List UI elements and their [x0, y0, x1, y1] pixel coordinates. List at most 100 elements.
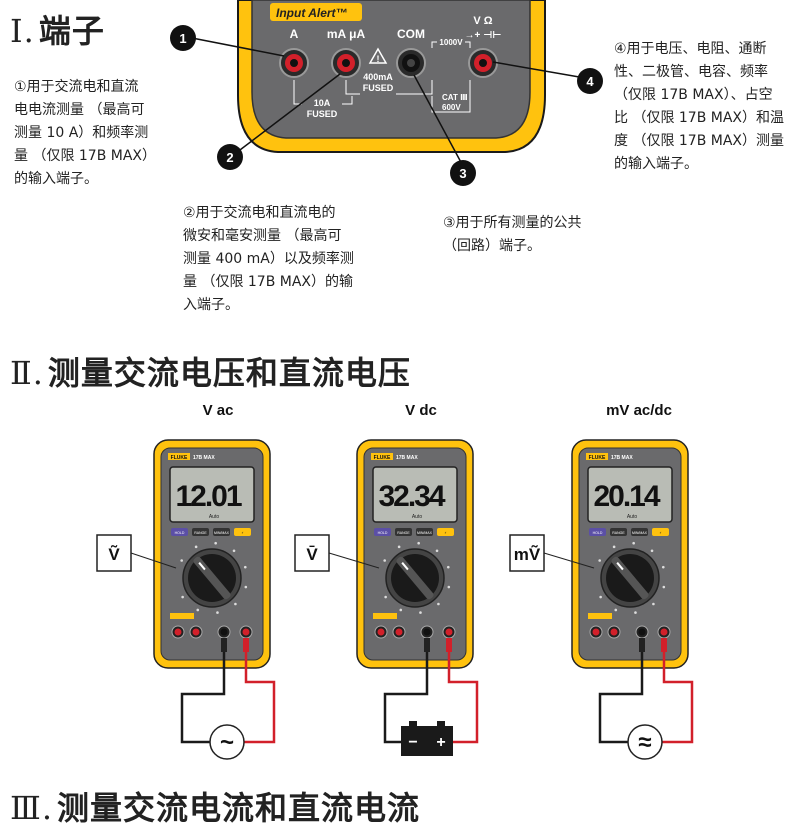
svg-text:3: 3 [459, 166, 466, 181]
meter-key [234, 528, 251, 536]
terminal-ma-jack [331, 48, 361, 78]
dial-tick [417, 541, 420, 545]
dial-tick [216, 611, 219, 614]
dial-pointer [401, 562, 409, 571]
meter-key [213, 528, 230, 536]
meter-model-text: 17B MAX [396, 455, 418, 461]
meter-jack-core [423, 628, 431, 636]
meter-key-label: HOLD [378, 531, 388, 535]
meter-key-label: ⚡ [444, 531, 447, 535]
svg-text:4: 4 [586, 74, 594, 89]
terminal-desc-2: ②用于交流电和直流电的 微安和毫安测量 （最高可 测量 400 mA）以及频率测… [183, 205, 354, 313]
fluke-logo-text: FLUKE [374, 455, 391, 461]
meter-label-vdc: V dc [405, 402, 437, 419]
dial-tick [214, 541, 217, 545]
meter-key [631, 528, 648, 536]
input-alert-text: Input Alert™ [276, 6, 348, 20]
meter-key [589, 528, 606, 536]
meter-key-label: MIN/MAX [417, 531, 433, 535]
terminal-desc-4: ④用于电压、电阻、通断 性、二极管、电容、频率 （仅限 17B MAX）、占空 … [614, 41, 785, 172]
meter-key-label: ⚡ [659, 531, 662, 535]
dial-tick [234, 602, 237, 606]
terminal-label-a: A [290, 27, 299, 41]
battery-minus: − [408, 734, 417, 751]
meter-jack-core [638, 628, 646, 636]
meter-key-label: RANGE [194, 531, 207, 535]
callout-4: 4 [577, 68, 603, 94]
function-symbol-box [509, 534, 545, 572]
black-plug [424, 638, 430, 652]
function-callout-line [130, 552, 177, 569]
dial-tick [383, 559, 386, 562]
dial-tick [435, 549, 439, 553]
meter-key [374, 528, 391, 536]
section1-numeral: Ⅰ. [10, 12, 35, 50]
meter-key [416, 528, 433, 536]
meter-reading: 12.01 [175, 480, 241, 513]
meter-mode: Auto [412, 514, 423, 520]
callout-1: 1 [170, 25, 196, 51]
function-symbol-box [294, 534, 330, 572]
function-symbol: Ṽ [108, 544, 120, 564]
terminal-com-jack [396, 48, 426, 78]
dial-tick [652, 602, 655, 606]
function-callout-line [543, 552, 595, 569]
meter-face [251, 0, 531, 139]
dial-tick [634, 611, 637, 614]
cat-label: CAT Ⅲ [442, 93, 468, 102]
dial-tick [397, 545, 401, 549]
meter-key-label: HOLD [593, 531, 603, 535]
dial-tick [384, 595, 387, 599]
dial-pointer [616, 562, 624, 571]
meter-jack-core [377, 628, 385, 636]
terminal-label-ma: mA μA [327, 27, 366, 41]
section2-title-text: 测量交流电压和直流电压 [47, 354, 411, 392]
dial-tick [661, 565, 665, 569]
dial-tick [447, 585, 451, 589]
meter-key [652, 528, 669, 536]
terminal-a-jack [279, 48, 309, 78]
meter-key-label: HOLD [175, 531, 185, 535]
meter-key-label: MIN/MAX [214, 531, 230, 535]
red-test-lead [660, 638, 694, 744]
dial-tick [243, 565, 247, 569]
dial-tick [194, 545, 198, 549]
dial-tick [612, 545, 616, 549]
fuse-10a-line2: FUSED [307, 109, 338, 119]
ac-source-symbol: ≈ [638, 729, 651, 756]
fluke-logo [586, 453, 608, 460]
meter-jack-core [220, 628, 228, 636]
section3-numeral: Ⅲ. [10, 789, 54, 827]
terminal-v-jack [468, 48, 498, 78]
dial-tick [437, 602, 440, 606]
terminal-label-diode: →+ ⊣⊢ [465, 30, 502, 41]
dial-tick [399, 608, 403, 612]
meter-key-label: RANGE [612, 531, 625, 535]
battery-plus: + [436, 734, 445, 751]
dial-pointer [198, 562, 206, 571]
fuse-400ma-line1: 400mA [363, 72, 393, 82]
meter-mode: Auto [209, 514, 220, 520]
meter-model-text: 17B MAX [193, 455, 215, 461]
meter-reading: 32.34 [378, 480, 445, 513]
callout-2: 2 [217, 144, 243, 170]
svg-text:2: 2 [226, 150, 233, 165]
dial-tick [244, 585, 248, 589]
dial-tick [599, 595, 602, 599]
dial-tick [598, 559, 601, 562]
input-alert-banner [270, 3, 362, 21]
input-alert-strip [588, 613, 612, 619]
section2-title: Ⅱ.测量交流电压和直流电压 [10, 348, 411, 394]
dial-tick [446, 565, 450, 569]
section3-title: Ⅲ.测量交流电流和直流电流 [10, 783, 420, 829]
meter-reading: 20.14 [593, 480, 660, 513]
meter-key-label: RANGE [397, 531, 410, 535]
v600-label: 600V [442, 103, 461, 112]
fuse-400ma-line2: FUSED [363, 83, 394, 93]
callout-3: 3 [450, 160, 476, 186]
meter-key-label: ⚡ [241, 531, 244, 535]
